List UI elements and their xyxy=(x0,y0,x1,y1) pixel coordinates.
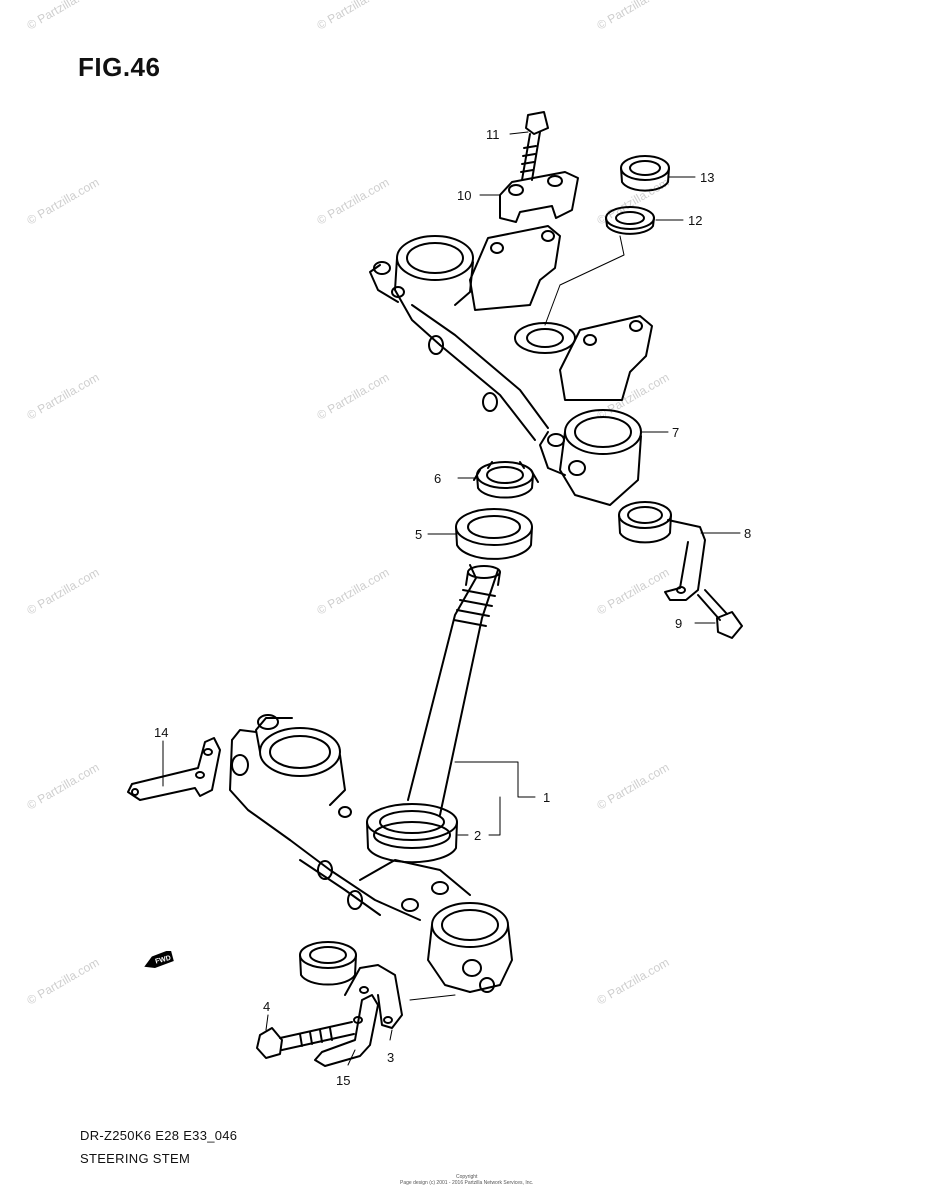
forward-arrow-icon: FWD xyxy=(144,951,174,969)
watermark: © Partzilla.com xyxy=(315,370,392,423)
watermark-layer: © Partzilla.com © Partzilla.com © Partzi… xyxy=(25,0,672,1008)
part-5-bearing xyxy=(455,508,533,560)
watermark: © Partzilla.com xyxy=(25,565,102,618)
part-7-upper-bracket xyxy=(369,225,653,506)
callout-7: 7 xyxy=(672,425,679,440)
callout-8: 8 xyxy=(744,526,751,541)
callout-4: 4 xyxy=(263,999,270,1014)
watermark: © Partzilla.com xyxy=(595,370,672,423)
watermark: © Partzilla.com xyxy=(595,760,672,813)
watermark: © Partzilla.com xyxy=(315,0,392,33)
watermark: © Partzilla.com xyxy=(25,175,102,228)
callout-14: 14 xyxy=(154,725,168,740)
forward-marker-text: FWD xyxy=(155,955,172,966)
lower-bracket xyxy=(229,714,513,993)
watermark: © Partzilla.com xyxy=(25,760,102,813)
footer: Copyright Page design (c) 2001 - 2016 Pa… xyxy=(400,1174,533,1186)
part-14-bracket xyxy=(127,737,221,801)
part-1-steering-stem xyxy=(407,564,501,816)
part-10-handlebar-holder-upper xyxy=(499,171,579,223)
callout-11: 11 xyxy=(486,127,500,142)
part-9-bolt xyxy=(697,589,743,639)
callout-13: 13 xyxy=(700,170,714,185)
part-4-bolt xyxy=(256,1021,355,1059)
watermark: © Partzilla.com xyxy=(25,0,102,33)
part-2-lower-bearing xyxy=(366,803,458,864)
callout-labels: 11 10 13 12 7 6 5 8 9 14 1 2 4 3 15 xyxy=(154,127,751,1088)
callout-9: 9 xyxy=(675,616,682,631)
callout-15: 15 xyxy=(336,1073,350,1088)
figure-title: FIG.46 xyxy=(78,52,161,82)
part-12-washer xyxy=(605,206,655,235)
watermark: © Partzilla.com xyxy=(595,955,672,1008)
watermark: © Partzilla.com xyxy=(315,565,392,618)
part-8-cable-guide xyxy=(618,501,706,601)
part-15-bracket xyxy=(314,994,379,1067)
leader-lines xyxy=(162,131,741,1066)
footer-line-2: Page design (c) 2001 - 2016 Partzilla Ne… xyxy=(400,1180,534,1186)
callout-12: 12 xyxy=(688,213,702,228)
callout-3: 3 xyxy=(387,1050,394,1065)
watermark: © Partzilla.com xyxy=(595,0,672,33)
watermark: © Partzilla.com xyxy=(25,370,102,423)
part-6-lock-nut xyxy=(473,461,539,499)
watermark: © Partzilla.com xyxy=(595,565,672,618)
part-11-bolt xyxy=(520,111,549,181)
figure-code: DR-Z250K6 E28 E33_046 xyxy=(80,1128,238,1143)
part-3-bracket xyxy=(344,964,403,1029)
callout-6: 6 xyxy=(434,471,441,486)
footer-line-1: Copyright xyxy=(456,1174,478,1180)
part-13-stem-nut xyxy=(620,155,670,192)
watermark: © Partzilla.com xyxy=(315,175,392,228)
callout-5: 5 xyxy=(415,527,422,542)
lower-cable-guide xyxy=(299,941,357,986)
callout-10: 10 xyxy=(457,188,471,203)
callout-2: 2 xyxy=(474,828,481,843)
watermark: © Partzilla.com xyxy=(25,955,102,1008)
callout-1: 1 xyxy=(543,790,550,805)
figure-name: STEERING STEM xyxy=(80,1151,191,1166)
